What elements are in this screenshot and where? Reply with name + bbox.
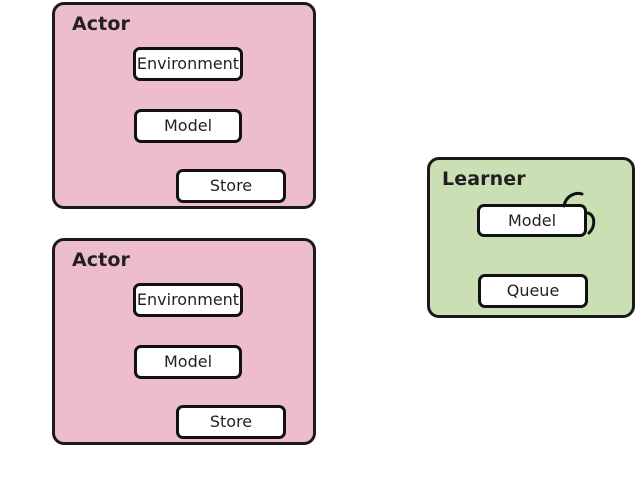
actor-group-1: Actor Environment Model Store — [52, 2, 316, 209]
node-environment[interactable]: Environment — [133, 47, 243, 81]
actor-group-2: Actor Environment Model Store — [52, 238, 316, 445]
node-model-label: Model — [507, 210, 557, 230]
node-model-label: Model — [163, 116, 213, 135]
node-environment-label: Environment — [136, 54, 240, 73]
node-model[interactable]: Model — [134, 109, 242, 143]
node-store-label: Store — [209, 412, 253, 431]
node-store-label: Store — [209, 176, 253, 195]
node-environment[interactable]: Environment — [133, 283, 243, 317]
actor-group-1-title: Actor — [72, 13, 130, 35]
node-environment-label: Environment — [136, 290, 240, 309]
node-model[interactable]: Model — [134, 345, 242, 379]
node-queue-label: Queue — [506, 281, 560, 300]
actor-group-2-title: Actor — [72, 249, 130, 271]
node-store[interactable]: Store — [176, 169, 286, 203]
node-store[interactable]: Store — [176, 405, 286, 439]
node-model-label: Model — [163, 352, 213, 371]
learner-group: Learner Model Queue — [427, 157, 635, 318]
learner-group-title: Learner — [442, 168, 526, 190]
node-model[interactable]: Model — [477, 204, 587, 237]
node-queue[interactable]: Queue — [478, 274, 588, 308]
